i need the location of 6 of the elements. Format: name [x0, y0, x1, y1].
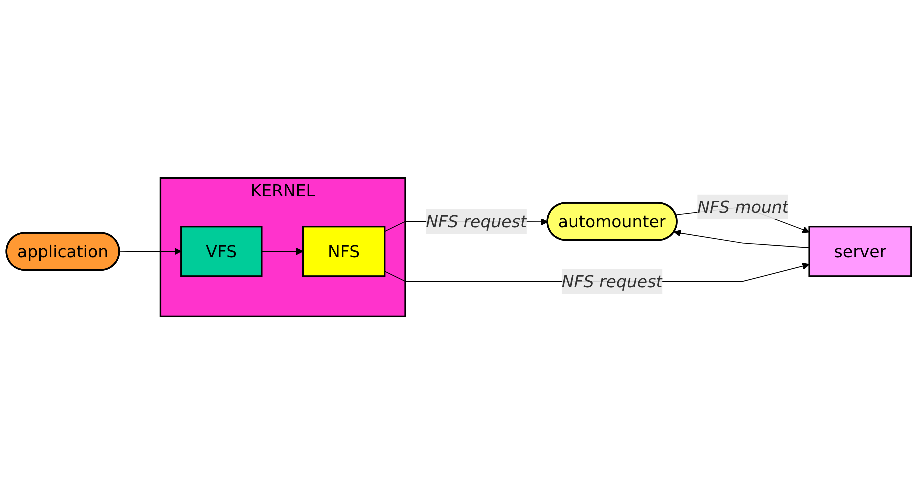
node-box: server — [808, 226, 912, 278]
arrow — [119, 248, 182, 256]
node-box: NFS — [302, 226, 386, 278]
arrow — [262, 248, 304, 256]
node-box: VFS — [180, 226, 263, 278]
arrow — [674, 230, 810, 248]
